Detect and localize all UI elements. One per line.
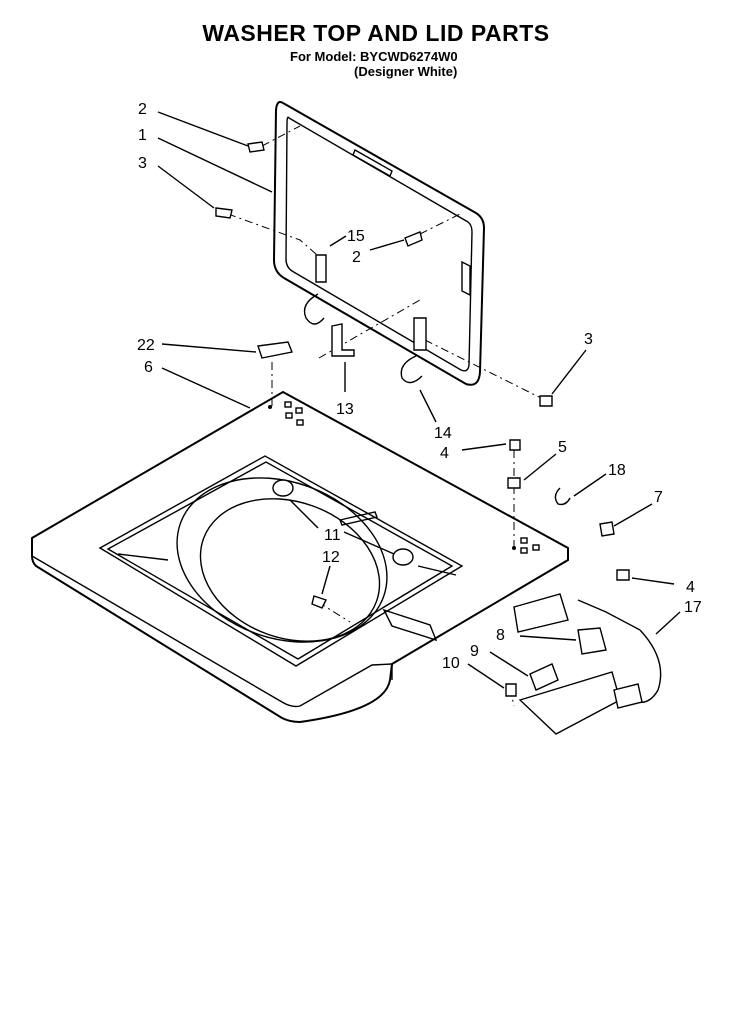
callout-2-lower: 2 (352, 249, 361, 266)
callout-13: 13 (336, 401, 354, 418)
hardware-parts (215, 141, 662, 709)
leader-lines (157, 111, 681, 689)
callout-9: 9 (470, 643, 479, 660)
callout-1: 1 (138, 127, 147, 144)
callout-8: 8 (496, 627, 505, 644)
callout-15: 15 (347, 228, 365, 245)
model-number: For Model: BYCWD6274W0 (290, 49, 458, 64)
washer-top-panel (31, 390, 569, 724)
switch-area (513, 593, 621, 735)
callout-6: 6 (144, 359, 153, 376)
page-title: WASHER TOP AND LID PARTS (202, 20, 550, 46)
callout-7: 7 (654, 489, 663, 506)
callout-3: 3 (138, 155, 147, 172)
callout-labels: 2 1 3 15 2 22 6 13 14 3 4 5 18 7 11 12 4… (137, 101, 702, 672)
callout-10: 10 (442, 655, 460, 672)
callout-17: 17 (684, 599, 702, 616)
lid-frame (272, 100, 486, 386)
callout-2: 2 (138, 101, 147, 118)
callout-5: 5 (558, 439, 567, 456)
callout-14: 14 (434, 425, 452, 442)
model-color: (Designer White) (354, 64, 458, 79)
callout-11: 11 (324, 527, 341, 544)
callout-22: 22 (137, 337, 155, 354)
callout-4-right: 4 (686, 579, 695, 596)
callout-18: 18 (608, 462, 626, 479)
callout-4: 4 (440, 445, 449, 462)
callout-12: 12 (322, 549, 340, 566)
callout-3-right: 3 (584, 331, 593, 348)
